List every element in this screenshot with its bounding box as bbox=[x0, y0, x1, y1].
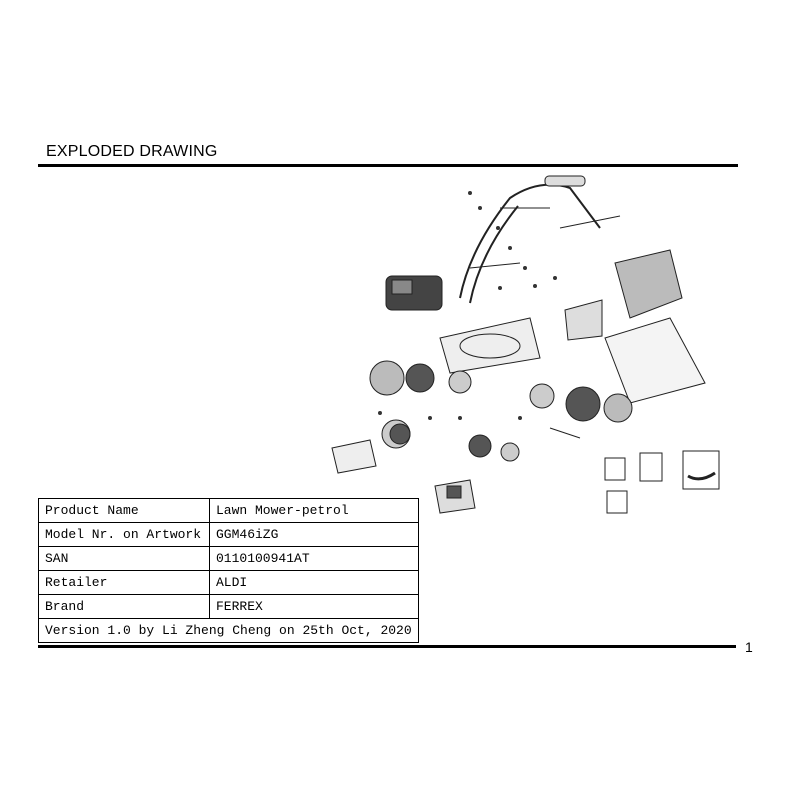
table-row: Retailer ALDI bbox=[38, 570, 419, 595]
row-value: FERREX bbox=[209, 594, 419, 619]
exploded-drawing bbox=[331, 175, 720, 514]
row-label: SAN bbox=[38, 546, 210, 571]
row-label: Retailer bbox=[38, 570, 210, 595]
product-info-table: Product Name Lawn Mower-petrol Model Nr.… bbox=[38, 498, 419, 643]
row-label: Product Name bbox=[38, 498, 210, 523]
version-text: Version 1.0 by Li Zheng Cheng on 25th Oc… bbox=[38, 618, 419, 643]
table-row: Product Name Lawn Mower-petrol bbox=[38, 498, 419, 523]
table-row: Brand FERREX bbox=[38, 594, 419, 619]
row-label: Model Nr. on Artwork bbox=[38, 522, 210, 547]
row-value: ALDI bbox=[209, 570, 419, 595]
row-value: Lawn Mower-petrol bbox=[209, 498, 419, 523]
row-label: Brand bbox=[38, 594, 210, 619]
page-title: EXPLODED DRAWING bbox=[46, 143, 218, 160]
bottom-rule bbox=[38, 645, 736, 648]
table-row: SAN 0110100941AT bbox=[38, 546, 419, 571]
table-row: Model Nr. on Artwork GGM46iZG bbox=[38, 522, 419, 547]
row-value: 0110100941AT bbox=[209, 546, 419, 571]
version-row: Version 1.0 by Li Zheng Cheng on 25th Oc… bbox=[38, 618, 419, 643]
top-rule bbox=[38, 164, 738, 167]
row-value: GGM46iZG bbox=[209, 522, 419, 547]
page-number: 1 bbox=[745, 639, 753, 655]
